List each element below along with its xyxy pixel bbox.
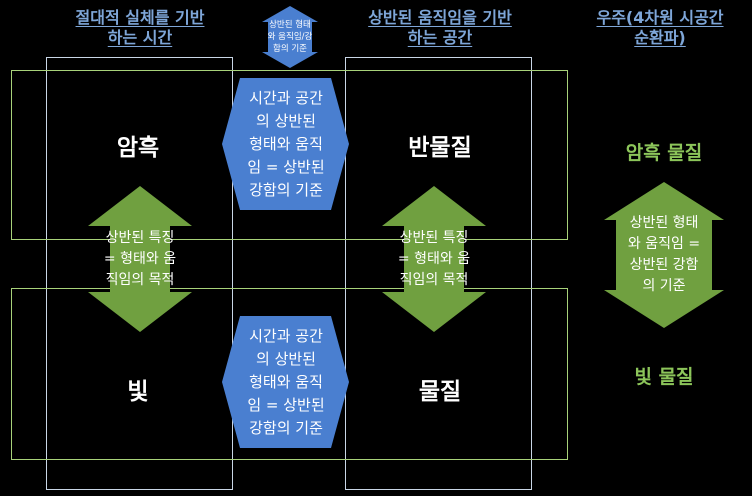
center-bottom-blue-hexagon [222,316,349,448]
top-row-box [11,70,568,240]
center-top-blue-hexagon [222,78,349,210]
left-green-arrow [88,186,192,332]
label-light-matter: 빛 물질 [634,366,694,388]
bottom-row-box [11,288,568,460]
label-matter: 물질 [418,379,462,405]
label-dark-matter: 암흑 물질 [625,142,703,164]
space-column-box [345,57,532,490]
label-light: 빛 [127,379,149,405]
middle-green-arrow [382,186,486,332]
left-green-arrow-text: 상반된 특징 = 형태와 움 직임의 목적 [103,229,177,288]
header-absolute-time: 절대적 실체를 기반 하는 시간 [75,8,205,47]
right-green-arrow-text: 상반된 형태 와 움직임 = 상반된 강함 의 기준 [627,215,701,294]
right-green-arrow [604,182,724,328]
middle-green-arrow-text: 상반된 특징 = 형태와 움 직임의 목적 [397,229,471,288]
header-universe: 우주(4차원 시공간 순환파) [596,8,724,47]
center-top-hexagon-text: 시간과 공간 의 상반된 형태와 움직 임 = 상반된 강함의 기준 [247,88,325,199]
center-bottom-hexagon-text: 시간과 공간 의 상반된 형태와 움직 임 = 상반된 강함의 기준 [247,326,325,437]
header-relative-space: 상반된 움직임을 기반 하는 공간 [368,8,512,47]
time-column-box [46,57,233,490]
top-blue-arrow-text: 상반된 형태 와 움직임/강 함의 기준 [267,20,313,54]
label-dark: 암흑 [116,135,160,161]
label-antimatter: 반물질 [408,135,472,161]
top-blue-arrow [262,6,318,68]
